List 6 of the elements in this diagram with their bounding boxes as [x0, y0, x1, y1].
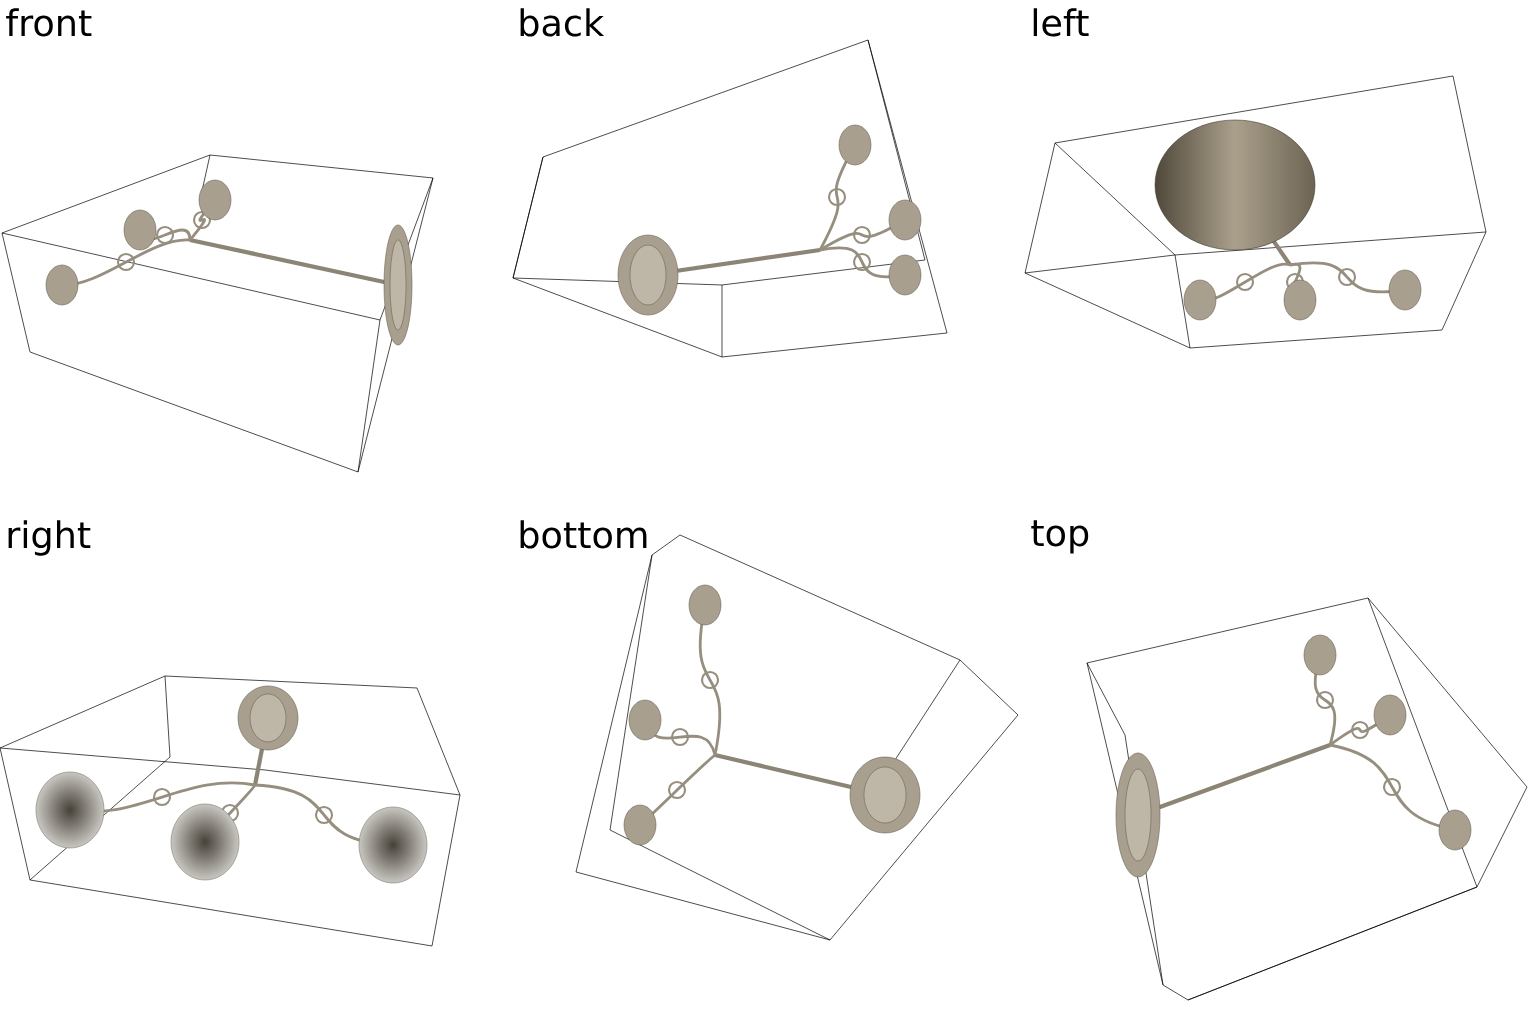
view-label: back — [520, 8, 605, 37]
view-label: front — [6, 8, 92, 37]
view-label: bottom — [520, 520, 647, 549]
view-label: left — [1033, 8, 1089, 37]
view-label: right — [8, 520, 91, 556]
view-label: top — [1031, 520, 1089, 554]
